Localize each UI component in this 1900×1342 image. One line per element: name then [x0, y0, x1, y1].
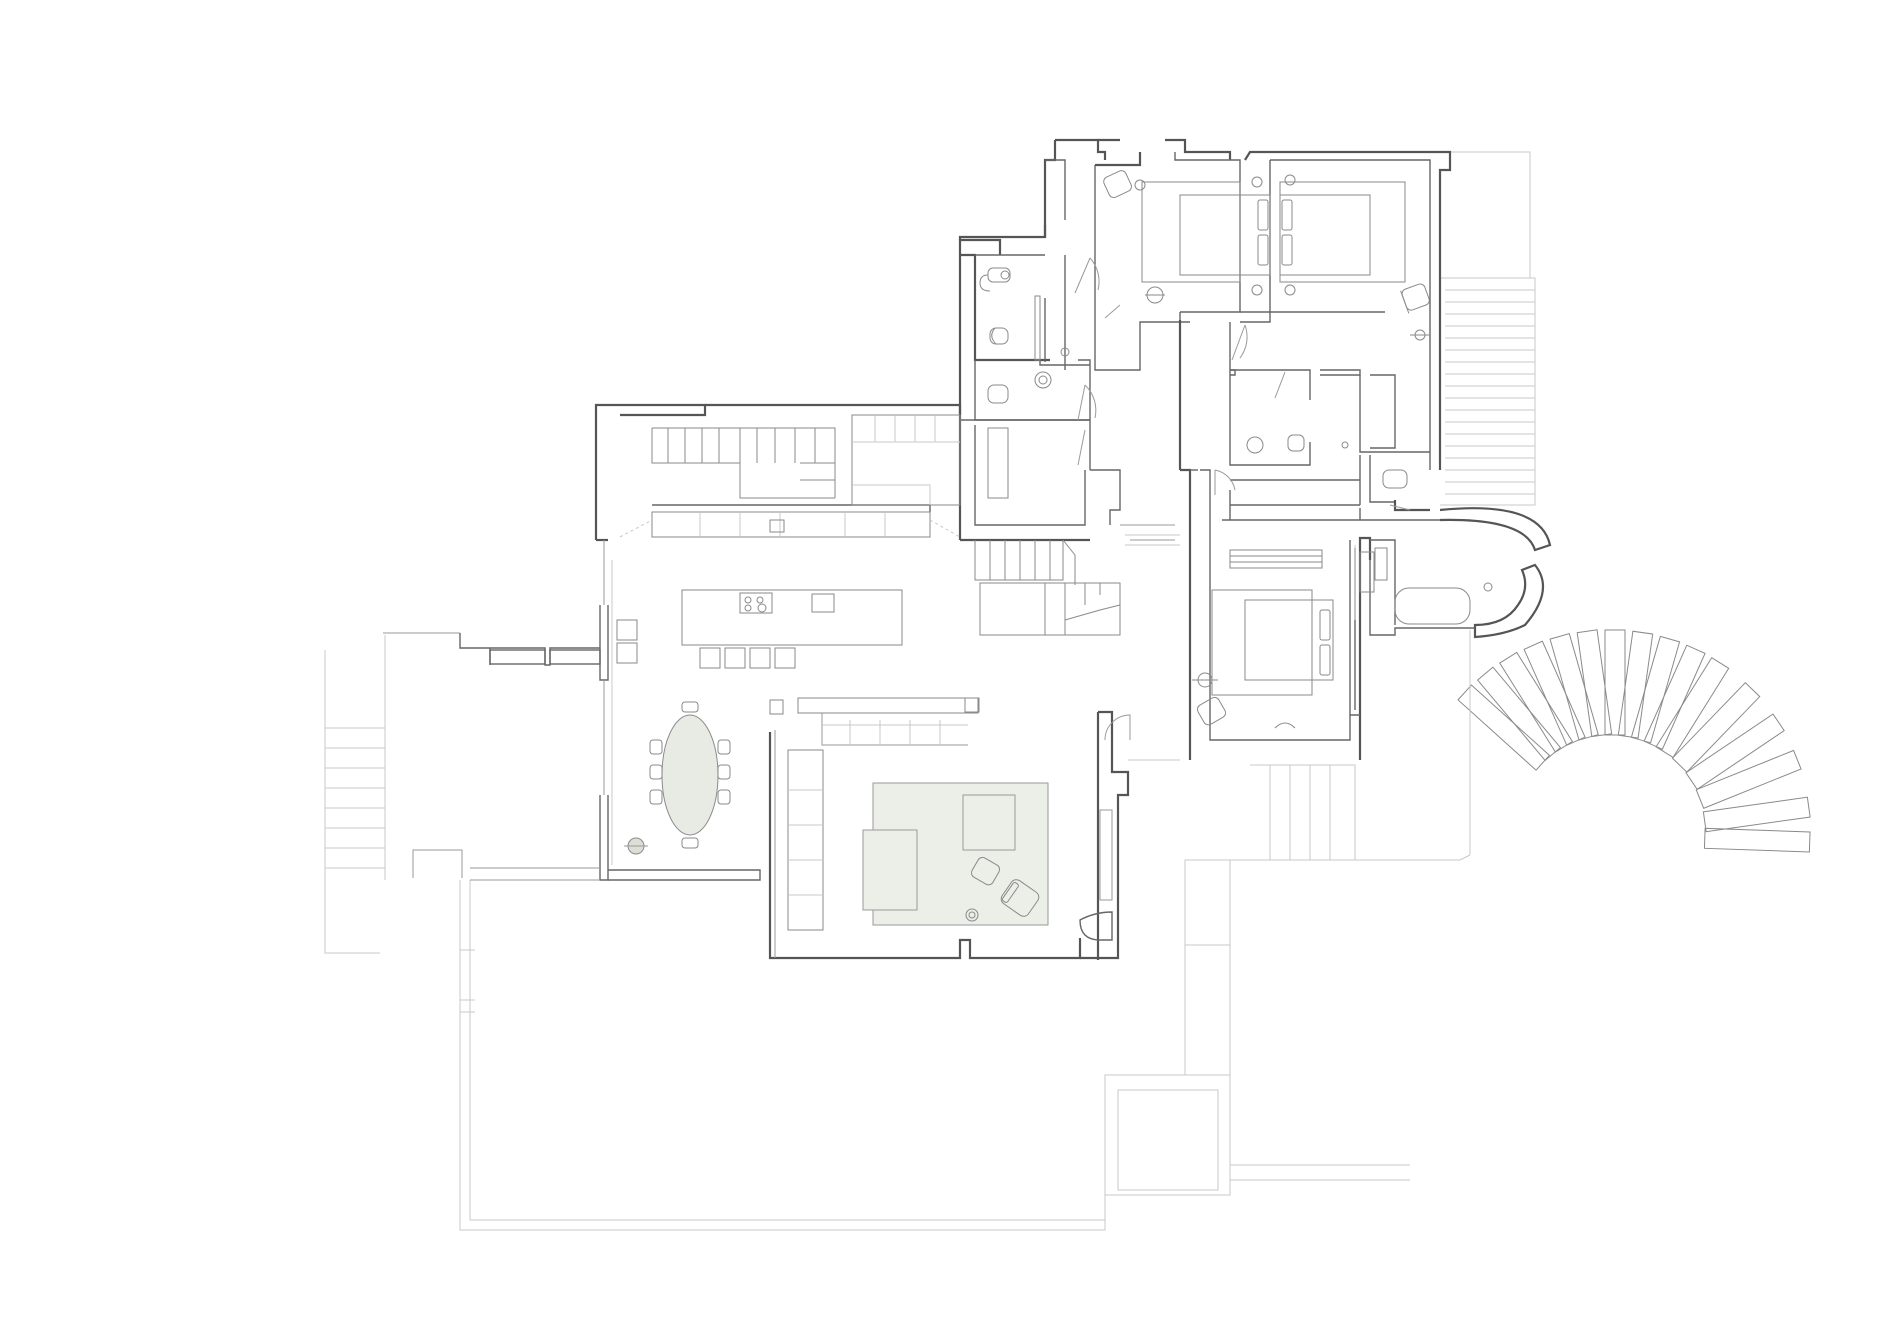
bedrooms: [1103, 170, 1430, 729]
dining-table: [661, 714, 719, 836]
dining-area: [624, 699, 784, 855]
living-room: [774, 697, 1049, 958]
staircase: [651, 427, 1121, 636]
left-terrace-steps: [325, 727, 385, 869]
door-swings: [1074, 257, 1411, 741]
sofa: [862, 829, 918, 911]
right-deck-slats: [1440, 151, 1536, 506]
exterior-walls: [412, 138, 1552, 960]
site-outline: [324, 151, 1536, 1231]
entrance-steps: [1230, 764, 1471, 861]
window-marks: [611, 534, 1471, 865]
kitchen: [616, 414, 961, 669]
kitchen-island: [681, 589, 903, 646]
bathrooms: [979, 267, 1493, 592]
ottoman: [962, 794, 1016, 851]
curved-stepping-stones: [1457, 629, 1811, 853]
